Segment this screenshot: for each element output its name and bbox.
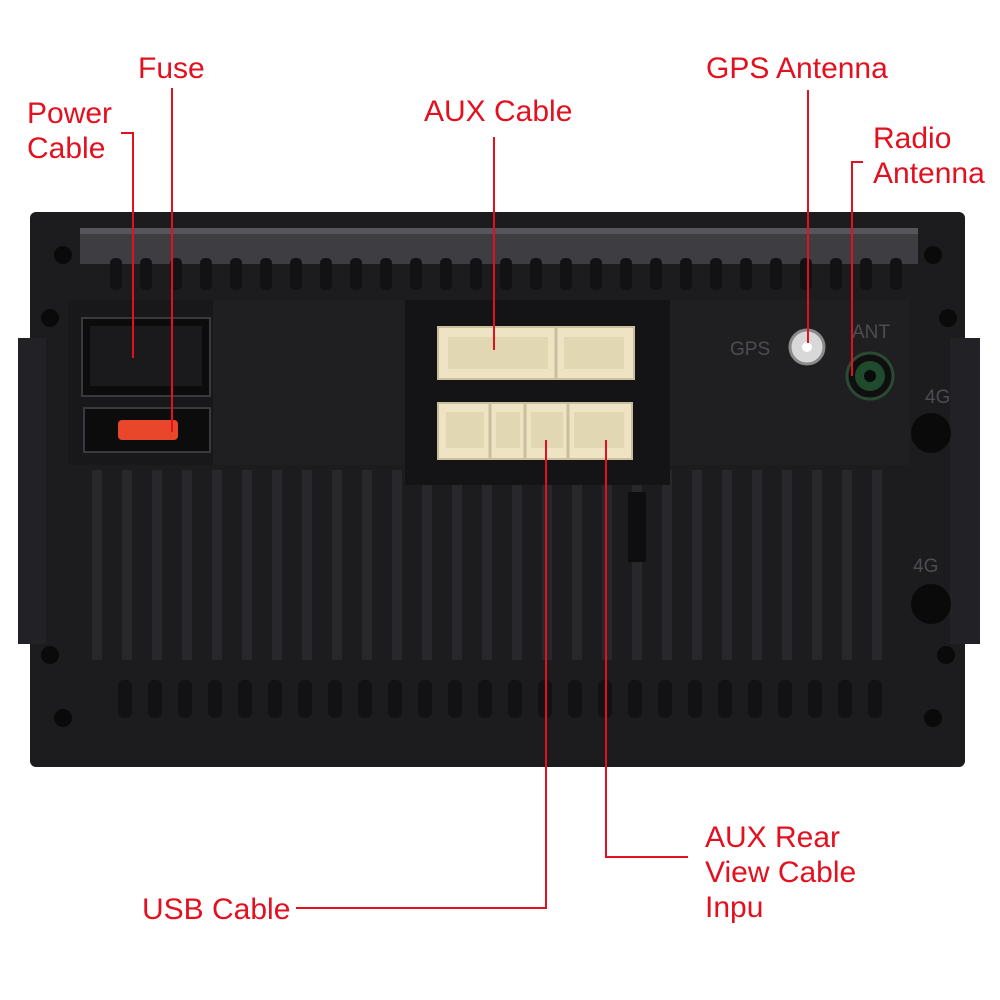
aux-cable-label: AUX Cable [424, 94, 572, 129]
fourg-marking-bottom: 4G [913, 556, 938, 577]
top-vent-ribs [110, 258, 902, 290]
aux-rear-view-label-line-2: View Cable [705, 856, 857, 889]
fourg-marking-top: 4G [925, 387, 950, 408]
gps-marking: GPS [730, 339, 770, 360]
usb-cable-leader [296, 440, 547, 909]
aux-rear-view-label-line-1: AUX Rear [705, 821, 841, 854]
bottom-vent-ribs [118, 680, 882, 718]
callout-leader-lines [121, 88, 863, 909]
head-unit-chassis [18, 212, 980, 767]
power-cable-label-line-2: Cable [27, 132, 106, 165]
radio-antenna-leader [851, 161, 863, 376]
screw-holes [41, 246, 957, 727]
ant-marking: ANT [852, 322, 890, 343]
aux-cable-label-text: AUX Cable [424, 95, 573, 128]
fuse-holder [83, 407, 211, 453]
radio-antenna-label-line-1: Radio [873, 122, 952, 155]
radio-antenna-label: Radio Antenna [873, 121, 985, 191]
usb-cable-label: USB Cable [142, 892, 290, 927]
aux-connector-bottom [437, 402, 633, 460]
aux-connector-top [437, 326, 635, 380]
power-cable-label-line-1: Power [27, 97, 113, 130]
power-cable-leader [121, 132, 134, 358]
radio-antenna-socket [845, 351, 895, 401]
aux-rear-view-label-line-3: Inpu [705, 891, 764, 924]
usb-cable-label-text: USB Cable [142, 893, 291, 926]
power-connector [81, 317, 211, 397]
gps-antenna-label-text: GPS Antenna [706, 52, 888, 85]
gps-antenna-label: GPS Antenna [706, 51, 888, 86]
power-cable-label: Power Cable [27, 96, 112, 166]
fuse-label: Fuse [138, 51, 205, 86]
aux-rear-view-leader [605, 440, 688, 858]
radio-antenna-label-line-2: Antenna [873, 157, 985, 190]
aux-rear-view-label: AUX Rear View Cable Inpu [705, 820, 856, 925]
gps-socket [788, 328, 826, 366]
fuse-label-text: Fuse [138, 52, 205, 85]
